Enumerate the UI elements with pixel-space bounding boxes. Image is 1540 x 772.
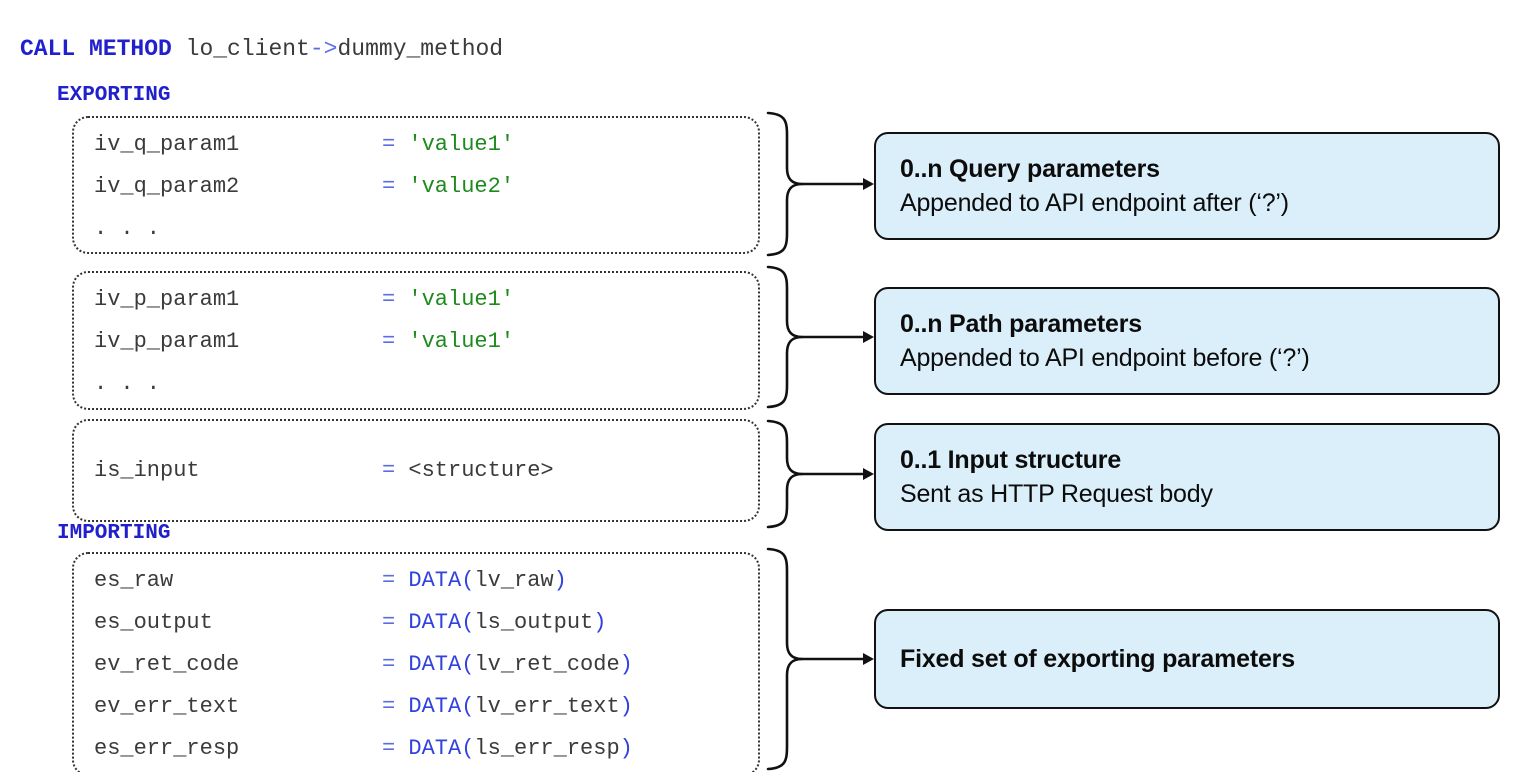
- code-line: es_err_resp = DATA(ls_err_resp): [94, 728, 758, 770]
- equals-operator: =: [382, 652, 409, 677]
- code-line: es_raw = DATA(lv_raw): [94, 560, 758, 602]
- brace-arrow-icon: [766, 265, 874, 409]
- parameter-name: is_input: [94, 457, 200, 483]
- parameter-value: ls_output: [474, 610, 594, 635]
- parameter-value: ): [619, 652, 633, 677]
- object-name: lo_client: [185, 36, 310, 62]
- parameter-name: es_raw: [94, 568, 174, 593]
- importing-label: IMPORTING: [57, 522, 171, 545]
- brace-arrow-icon: [766, 111, 874, 257]
- exporting-label: EXPORTING: [57, 84, 171, 107]
- parameter-value: <structure>: [408, 457, 554, 483]
- callout-body: Sent as HTTP Request body: [900, 480, 1213, 508]
- parameter-value: DATA(: [408, 694, 475, 719]
- parameter-value: ): [553, 568, 567, 593]
- input-structure-box: is_input = <structure>: [72, 419, 760, 522]
- parameter-name: es_output: [94, 610, 213, 635]
- parameter-value: lv_raw: [474, 568, 554, 593]
- parameter-value: DATA(: [408, 736, 475, 761]
- callout-title: 0..n Path parameters: [900, 310, 1142, 338]
- parameter-name: iv_p_param1: [94, 329, 240, 354]
- parameter-value: 'value2': [408, 174, 515, 199]
- code-line: es_output = DATA(ls_output): [94, 602, 758, 644]
- parameter-name: ev_ret_code: [94, 652, 240, 677]
- query-parameters-callout: 0..n Query parameters Appended to API en…: [874, 132, 1500, 240]
- code-line: iv_q_param1 = 'value1': [94, 124, 758, 166]
- parameter-value: ): [619, 736, 633, 761]
- parameter-value: 'value1': [408, 132, 515, 157]
- code-line: iv_q_param2 = 'value2': [94, 166, 758, 208]
- callout-title: 0..1 Input structure: [900, 446, 1122, 474]
- parameter-value: 'value1': [408, 329, 515, 354]
- parameter-name: es_err_resp: [94, 736, 240, 761]
- parameter-name: iv_q_param2: [94, 174, 240, 199]
- callout-body: Appended to API endpoint before (‘?’): [900, 344, 1310, 372]
- ellipsis-text: . . .: [94, 216, 161, 241]
- code-line: ev_ret_code = DATA(lv_ret_code): [94, 644, 758, 686]
- path-parameters-box: iv_p_param1 = 'value1' iv_p_param1 = 'value…: [72, 271, 760, 410]
- call-method-statement: CALL METHOD lo_client->dummy_method: [20, 36, 503, 62]
- input-structure-callout: 0..1 Input structure Sent as HTTP Reques…: [874, 423, 1500, 531]
- parameter-value: lv_ret_code: [474, 652, 620, 677]
- statement-space: [172, 36, 186, 62]
- parameter-name: iv_q_param1: [94, 132, 240, 157]
- equals-operator: =: [382, 694, 409, 719]
- brace-arrow-icon: [766, 419, 874, 529]
- parameter-value: ): [619, 694, 633, 719]
- method-name: dummy_method: [337, 36, 504, 62]
- parameter-name: ev_err_text: [94, 694, 240, 719]
- ellipsis-text: . . .: [94, 371, 161, 396]
- exporting-parameters-callout: Fixed set of exporting parameters: [874, 609, 1500, 709]
- query-parameters-box: iv_q_param1 = 'value1' iv_q_param2 = 'value…: [72, 116, 760, 254]
- equals-operator: =: [382, 610, 409, 635]
- equals-operator: =: [382, 329, 409, 354]
- parameter-value: DATA(: [408, 610, 475, 635]
- path-parameters-callout: 0..n Path parameters Appended to API end…: [874, 287, 1500, 395]
- equals-operator: =: [382, 132, 409, 157]
- callout-body: Appended to API endpoint after (‘?’): [900, 189, 1289, 217]
- equals-operator: =: [382, 174, 409, 199]
- code-line: iv_p_param1 = 'value1': [94, 321, 758, 363]
- equals-operator: =: [382, 568, 409, 593]
- parameter-value: 'value1': [408, 287, 515, 312]
- equals-operator: =: [382, 736, 409, 761]
- code-line: iv_p_param1 = 'value1': [94, 279, 758, 321]
- code-line: . . .: [94, 363, 758, 405]
- callout-title: Fixed set of exporting parameters: [900, 645, 1295, 673]
- equals-operator: =: [382, 457, 409, 483]
- brace-arrow-icon: [766, 547, 874, 771]
- arrow-operator: ->: [309, 36, 338, 62]
- parameter-value: lv_err_text: [474, 694, 620, 719]
- code-line: . . .: [94, 208, 758, 250]
- parameter-value: ): [593, 610, 607, 635]
- parameter-value: DATA(: [408, 568, 475, 593]
- call-method-keyword: CALL METHOD: [20, 36, 172, 62]
- parameter-value: DATA(: [408, 652, 475, 677]
- code-line: is_input = <structure>: [94, 450, 758, 492]
- equals-operator: =: [382, 287, 409, 312]
- parameter-value: ls_err_resp: [474, 736, 620, 761]
- callout-title: 0..n Query parameters: [900, 155, 1160, 183]
- parameter-name: iv_p_param1: [94, 287, 240, 312]
- importing-parameters-box: es_raw= DATA(lv_raw)es_output= DATA(ls_o…: [72, 552, 760, 772]
- code-line: ev_err_text = DATA(lv_err_text): [94, 686, 758, 728]
